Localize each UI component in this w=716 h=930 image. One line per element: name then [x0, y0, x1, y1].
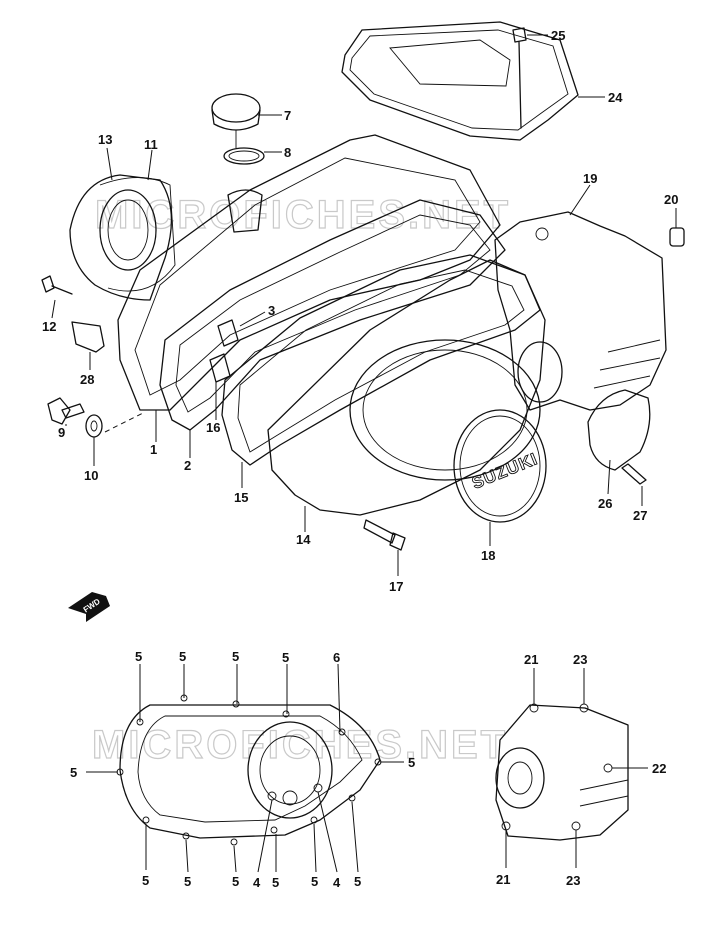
callout-21: 21	[524, 652, 538, 667]
o-ring-part-8	[223, 147, 265, 165]
sprocket-cover-part-19	[494, 211, 667, 411]
callout-5: 5	[408, 755, 415, 770]
callout-5: 5	[142, 873, 149, 888]
callout-11: 11	[144, 137, 158, 152]
callout-3: 3	[268, 303, 275, 318]
dowel-pin-part-3	[217, 319, 239, 347]
callout-10: 10	[84, 468, 98, 483]
sensor-part-28	[71, 321, 105, 353]
callout-12: 12	[42, 319, 56, 334]
callout-22: 22	[652, 761, 666, 776]
callout-21: 21	[496, 872, 510, 887]
bolt-part-25	[512, 27, 527, 129]
callout-7: 7	[284, 108, 291, 123]
callout-4: 4	[333, 875, 341, 890]
top-cover-plate-part-24	[341, 21, 579, 141]
emblem-badge-part-18: SUZUKI	[453, 409, 547, 523]
callout-5: 5	[232, 649, 239, 664]
callout-13: 13	[98, 132, 112, 147]
callout-25: 25	[551, 28, 565, 43]
callout-5: 5	[135, 649, 142, 664]
callout-27: 27	[633, 508, 647, 523]
callout-14: 14	[296, 532, 311, 547]
callout-23: 23	[573, 652, 587, 667]
washer-part-10	[85, 414, 103, 438]
callout-5: 5	[282, 650, 289, 665]
clutch-cover-part-13	[69, 174, 173, 301]
gasket-part-11	[99, 177, 176, 292]
callout-19: 19	[583, 171, 597, 186]
gasket-part-15	[221, 254, 541, 466]
callout-24: 24	[608, 90, 623, 105]
callout-18: 18	[481, 548, 495, 563]
callout-5: 5	[70, 765, 77, 780]
callout-5: 5	[311, 874, 318, 889]
cover-plate-part-26	[587, 389, 651, 471]
callout-26: 26	[598, 496, 612, 511]
callout-17: 17	[389, 579, 403, 594]
callout-5: 5	[354, 874, 361, 889]
watermark-bottom: MICROFICHES.NET	[92, 723, 508, 767]
clutch-cover-gasket-assembly	[116, 694, 382, 846]
callout-5: 5	[184, 874, 191, 889]
callout-9: 9	[58, 425, 65, 440]
callout-5: 5	[272, 875, 279, 890]
spacer-part-20	[669, 227, 685, 247]
drain-plug-part-9	[47, 397, 85, 425]
bolt-part-17	[363, 519, 406, 551]
screw-part-27	[621, 463, 647, 485]
callout-28: 28	[80, 372, 94, 387]
oil-filler-cap-part-7	[211, 93, 261, 148]
watermark-top: MICROFICHES.NET	[95, 193, 511, 237]
leader-lines	[51, 34, 677, 873]
callout-15: 15	[234, 490, 248, 505]
callout-23: 23	[566, 873, 580, 888]
crankcase-cover-part-1	[117, 134, 501, 411]
fwd-direction-arrow-icon: FWD	[68, 592, 110, 622]
callout-6: 6	[333, 650, 340, 665]
callout-20: 20	[664, 192, 678, 207]
callout-5: 5	[232, 874, 239, 889]
callout-16: 16	[206, 420, 220, 435]
callout-2: 2	[184, 458, 191, 473]
callout-1: 1	[150, 442, 157, 457]
sprocket-cover-rear-view	[495, 703, 629, 841]
generator-cover-part-14	[267, 259, 546, 516]
callout-5: 5	[179, 649, 186, 664]
bolt-part-12	[41, 275, 73, 295]
badge-brand-text: SUZUKI	[469, 449, 540, 493]
callout-4: 4	[253, 875, 261, 890]
callout-8: 8	[284, 145, 291, 160]
callout-numbers: 25 24 7 8 13 11 19 20 12 3 28 9 10 1 2 1…	[42, 28, 678, 890]
